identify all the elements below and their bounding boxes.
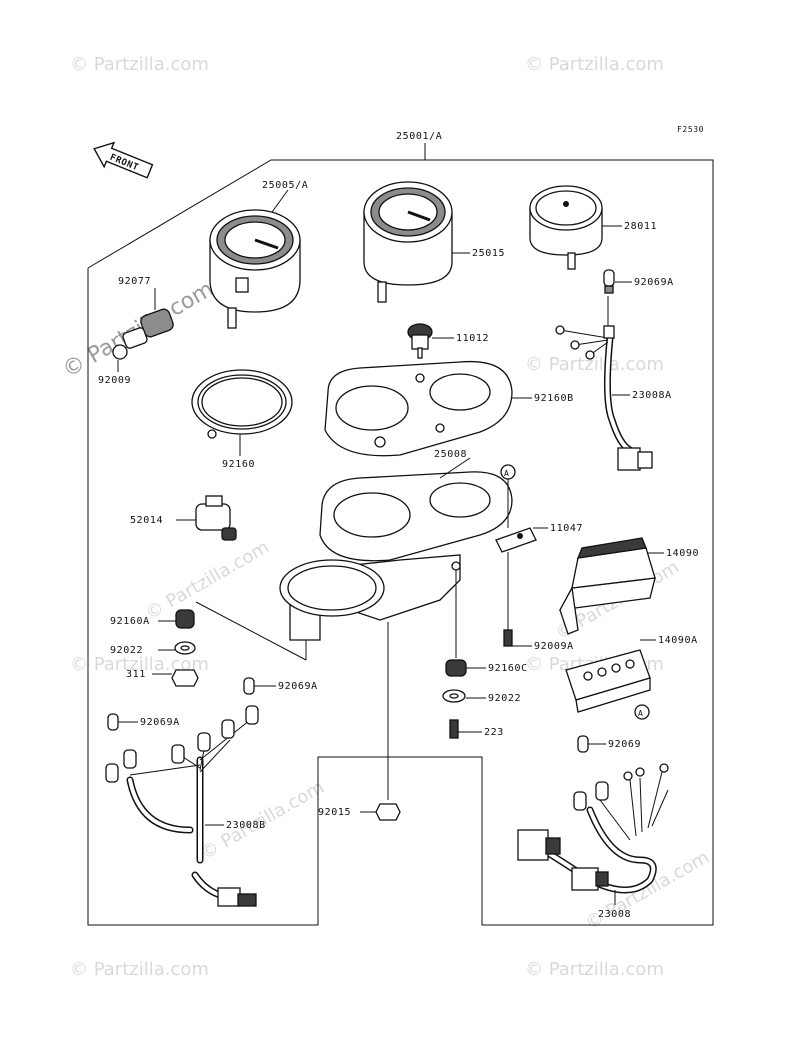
part-label-92160C: 92160C [488,663,528,674]
callout-marker-a-bottom [634,704,650,720]
front-arrow-icon: FRONT [93,141,154,179]
part-label-52014: 52014 [130,515,163,526]
tachometer [363,181,453,303]
part-label-92160: 92160 [222,459,255,470]
wiring-harness-upper [555,296,653,471]
part-label-92009A: 92009A [534,641,574,652]
bulb-left-upper [243,677,255,695]
damper-cover [324,360,513,457]
ring [191,369,293,439]
part-label-23008B: 23008B [226,820,266,831]
watermark: © Partzilla.com [525,54,664,75]
part-label-92160B: 92160B [534,393,574,404]
part-label-92069: 92069 [608,739,641,750]
wiring-harness-main [517,763,669,894]
part-label-311: 311 [126,669,146,680]
part-label-92022-center: 92022 [488,693,521,704]
part-label-92160A: 92160A [110,616,150,627]
part-label-92077: 92077 [118,276,151,287]
part-label-25015: 25015 [472,248,505,259]
assembly-outline [87,143,714,926]
part-label-92015: 92015 [318,807,351,818]
indicator-lamp [558,537,656,635]
bulb-bottom-right [577,735,589,753]
indicator-housing [565,649,651,713]
grommet-left [175,609,195,629]
part-label-92069A-top: 92069A [634,277,674,288]
part-label-14090: 14090 [666,548,699,559]
screw-223 [449,719,459,739]
part-label-23008: 23008 [598,909,631,920]
figure-code: F2530 [677,125,704,134]
part-label-23008A: 23008A [632,390,672,401]
bulb-socket [603,269,615,294]
part-label-92009: 92009 [98,375,131,386]
clamp [122,308,174,349]
watermark: © Partzilla.com [525,959,664,980]
speedometer [209,209,301,329]
washer-center [442,689,466,703]
wiring-harness-left [105,705,259,907]
watermark: © Partzilla.com [525,354,664,375]
part-label-14090A: 14090A [658,635,698,646]
meter-case [279,471,513,641]
part-label-92022-left: 92022 [110,645,143,656]
part-label-25008: 25008 [434,449,467,460]
watermark: © Partzilla.com [70,654,209,675]
part-label-92069A-left-1: 92069A [278,681,318,692]
part-label-11047: 11047 [550,523,583,534]
part-label-28011: 28011 [624,221,657,232]
callout-a-top: A [504,469,509,478]
bulb-left-lower [107,713,119,731]
part-label-223: 223 [484,727,504,738]
watermark: © Partzilla.com [70,54,209,75]
callout-a-bottom: A [638,709,643,718]
washer-left [174,641,196,655]
nut-bottom [375,803,401,821]
nut-311 [171,669,199,687]
part-label-92069A-left-2: 92069A [140,717,180,728]
grommet-center [445,659,467,677]
watermark: © Partzilla.com [142,537,273,625]
gear-box [195,495,237,541]
fuel-gauge [529,185,603,270]
nut-left [112,344,128,360]
part-label-25001A: 25001/A [396,131,442,142]
bracket [495,527,537,553]
trip-knob [407,323,433,359]
part-label-11012: 11012 [456,333,489,344]
part-label-25005A: 25005/A [262,180,308,191]
screw-bracket [503,629,513,647]
watermark: © Partzilla.com [70,959,209,980]
